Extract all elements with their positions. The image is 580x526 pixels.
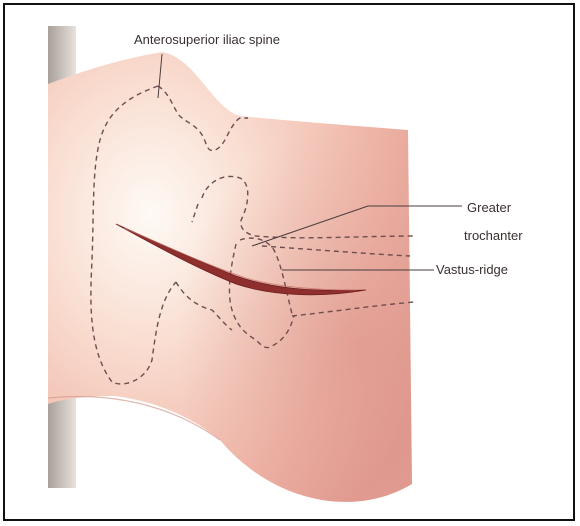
label-greater: Greater <box>467 200 512 215</box>
label-asis: Anterosuperior iliac spine <box>134 32 280 47</box>
label-trochanter: trochanter <box>464 228 523 243</box>
label-vastus-ridge: Vastus-ridge <box>436 262 508 277</box>
